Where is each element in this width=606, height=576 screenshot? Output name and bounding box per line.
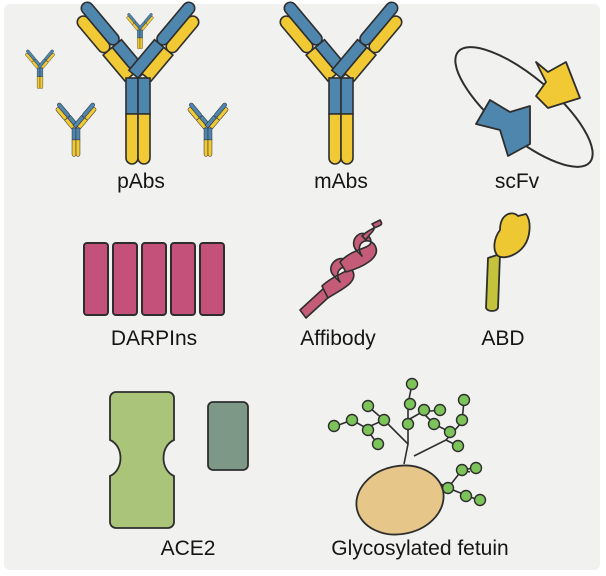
ace2-shape-large bbox=[109, 391, 175, 529]
scfv-fragment bbox=[454, 46, 594, 168]
label-ace2: ACE2 bbox=[160, 537, 216, 560]
label-affibody: Affibody bbox=[300, 327, 376, 350]
fetuin-glycan-nodes bbox=[327, 377, 487, 507]
label-fetuin: Glycosylated fetuin bbox=[331, 537, 509, 560]
label-abd: ABD bbox=[481, 327, 525, 350]
label-scfv: scFv bbox=[494, 170, 540, 193]
label-pabs: pAbs bbox=[117, 170, 165, 193]
pabs-antibody-small-left bbox=[23, 49, 57, 89]
darpins-repeats bbox=[83, 242, 225, 316]
mabs-antibody bbox=[271, 0, 411, 165]
pabs-antibody-small-bottom-right bbox=[185, 101, 231, 157]
ace2-shape-small bbox=[207, 401, 249, 471]
label-darpins: DARPIns bbox=[110, 327, 198, 350]
abd-domain bbox=[485, 212, 531, 312]
label-mabs: mAbs bbox=[314, 170, 368, 193]
pabs-antibody-small-bottom-left bbox=[53, 101, 99, 157]
affibody-helix bbox=[299, 219, 383, 319]
fetuin-body bbox=[355, 464, 445, 536]
